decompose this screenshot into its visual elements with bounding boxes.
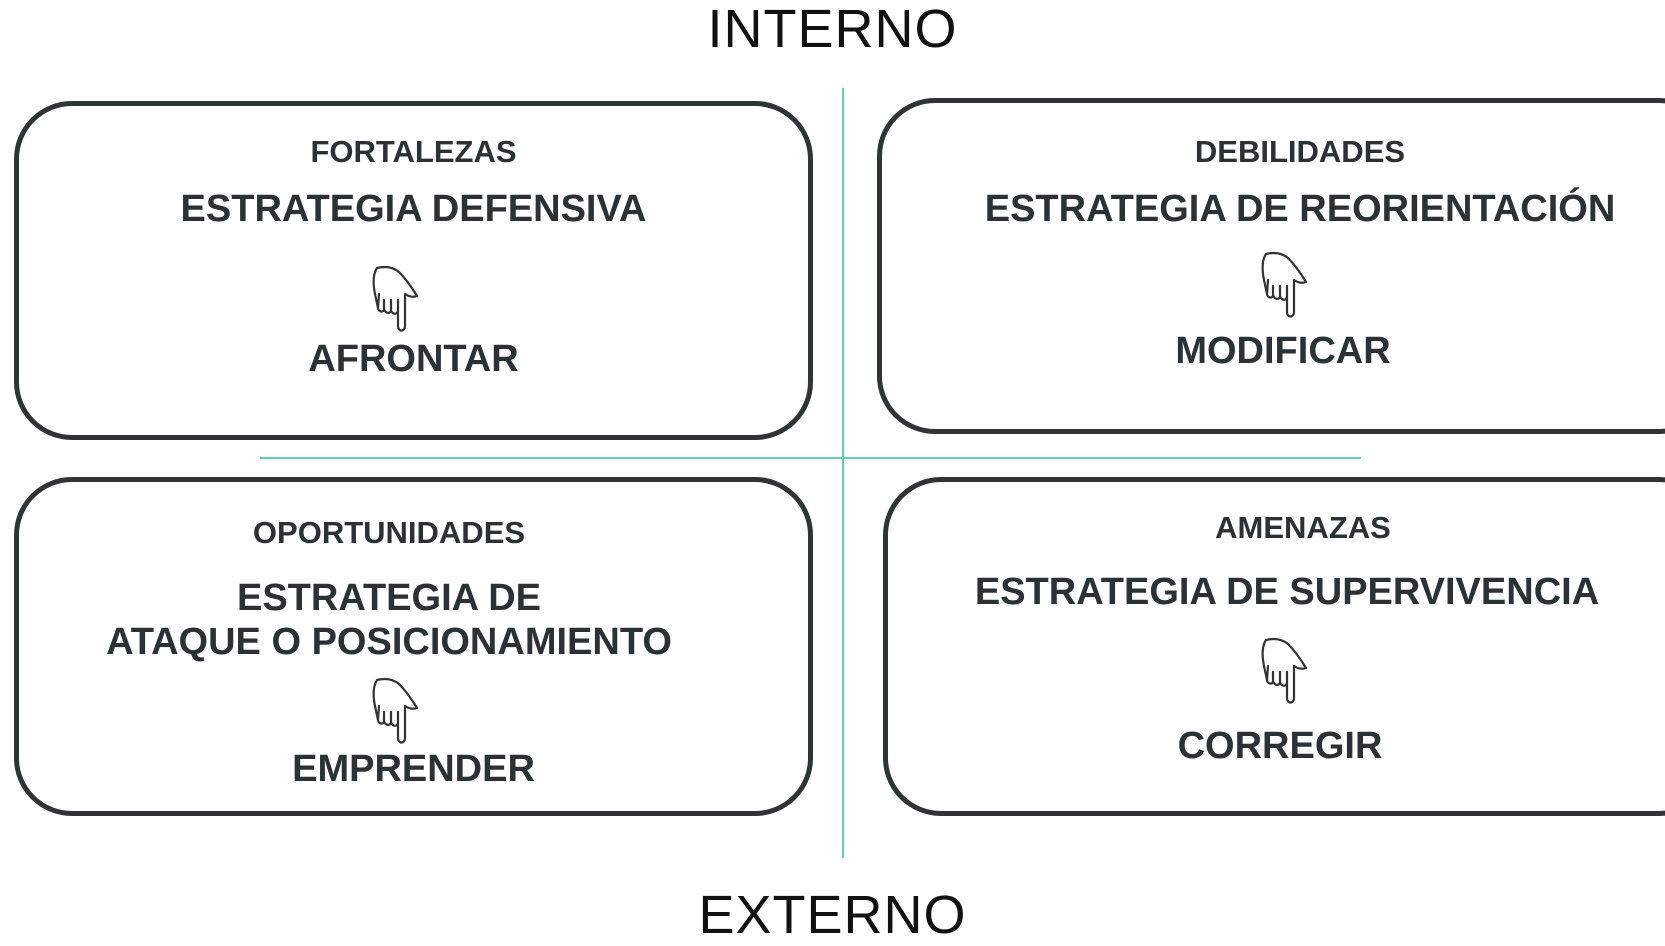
quadrant-action-label: EMPRENDER — [292, 748, 535, 790]
quadrant-strategy-label: ESTRATEGIA DE ATAQUE O POSICIONAMIENTO — [14, 576, 764, 664]
quadrant-action-label: CORREGIR — [1177, 725, 1383, 767]
quadrant-strategy-label: ESTRATEGIA DE SUPERVIVENCIA — [974, 571, 1600, 613]
quadrant-action-label: AFRONTAR — [308, 338, 519, 380]
quadrant-strategy-line: ESTRATEGIA DE — [236, 577, 542, 619]
quadrant-box-oportunidades — [14, 477, 813, 816]
quadrant-strategy-label: ESTRATEGIA DEFENSIVA — [180, 188, 647, 230]
quadrant-category-label: FORTALEZAS — [310, 134, 517, 169]
quadrant-strategy-label: ESTRATEGIA DE REORIENTACIÓN — [984, 188, 1616, 230]
quadrant-category-label: OPORTUNIDADES — [252, 515, 526, 550]
quadrant-box-fortalezas — [14, 101, 813, 440]
pointing-down-hand-icon — [367, 676, 421, 748]
quadrant-category-label: DEBILIDADES — [1194, 134, 1406, 169]
quadrant-category-label: AMENAZAS — [1215, 510, 1391, 545]
axis-title-internal: INTERNO — [707, 0, 958, 59]
vertical-axis-line — [842, 88, 844, 858]
pointing-down-hand-icon — [1256, 636, 1310, 708]
axis-title-external: EXTERNO — [698, 885, 967, 945]
pointing-down-hand-icon — [367, 264, 421, 336]
quadrant-action-label: MODIFICAR — [1175, 330, 1391, 372]
horizontal-axis-line — [260, 457, 1361, 459]
quadrant-box-debilidades — [877, 98, 1665, 434]
quadrant-box-amenazas — [883, 477, 1665, 816]
quadrant-strategy-line: ATAQUE O POSICIONAMIENTO — [106, 621, 672, 663]
pointing-down-hand-icon — [1256, 250, 1310, 322]
